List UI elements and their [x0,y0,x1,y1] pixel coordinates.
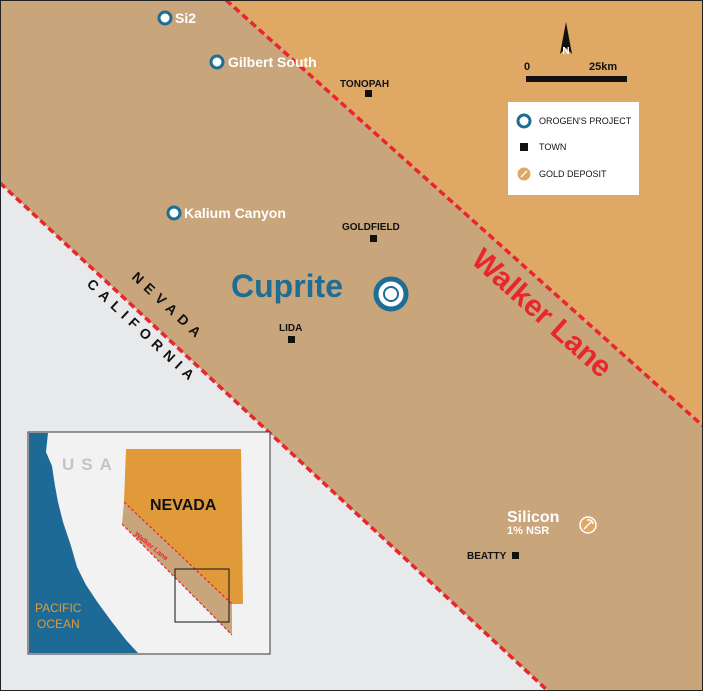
gold-deposit-name: Silicon [507,509,559,526]
cuprite-project-icon-inner [383,286,399,302]
project-label-si2: Si2 [175,10,196,26]
scale-end-label: 25km [589,61,617,73]
project-si2[interactable]: Si2 [157,10,196,26]
town-beatty[interactable]: BEATTY [467,551,519,562]
gold-deposit-silicon[interactable]: Silicon 1% NSR [507,509,597,537]
north-arrow-icon [560,22,572,54]
inset-ocean [29,433,138,653]
inset-study-area-box [174,568,230,623]
legend-town-label: TOWN [539,142,566,152]
legend-pickaxe-handle [520,170,528,178]
pickaxe-head [586,519,594,525]
inset-nevada-north [124,449,243,604]
inset-map: USA NEVADA Walker Lane PACIFIC OCEAN [27,431,271,655]
inset-ocean-label-line2: OCEAN [37,617,80,631]
legend: OROGEN'S PROJECT TOWN GOLD DEPOSIT [508,102,639,195]
town-label-beatty: BEATTY [467,551,507,562]
inset-country-label: USA [62,455,119,474]
town-icon [370,235,377,242]
project-icon [157,10,173,26]
project-icon [166,205,182,221]
project-label-cuprite: Cuprite [231,268,343,304]
walker-lane-east-boundary [224,0,703,428]
scale-start-label: 0 [524,61,530,73]
town-goldfield[interactable]: GOLDFIELD [342,222,400,242]
town-icon [512,552,519,559]
project-kalium-canyon[interactable]: Kalium Canyon [166,205,286,221]
town-label-lida: LIDA [279,323,302,334]
legend-project-icon [516,113,532,129]
north-arrow: N [560,22,572,57]
inset-walker-lane-west [121,523,233,636]
project-icon [209,54,225,70]
town-tonopah[interactable]: TONOPAH [340,79,389,97]
inset-state-label: NEVADA [150,497,217,514]
gold-deposit-note: 1% NSR [507,525,549,537]
legend-gold-label: GOLD DEPOSIT [539,169,607,179]
town-icon [365,90,372,97]
project-label-gilbert-south: Gilbert South [228,54,317,70]
town-label-goldfield: GOLDFIELD [342,222,400,233]
legend-town-icon [520,143,528,151]
scale-bar: 0 25km [524,61,627,82]
scale-bar-graphic [526,76,627,82]
north-label: N [562,46,569,57]
project-label-kalium-canyon: Kalium Canyon [184,205,286,221]
town-lida[interactable]: LIDA [279,323,302,343]
project-gilbert-south[interactable]: Gilbert South [209,54,317,70]
legend-project-label: OROGEN'S PROJECT [539,116,632,126]
project-cuprite[interactable]: Cuprite [231,268,409,312]
nevada-california-border [0,181,550,691]
town-label-tonopah: TONOPAH [340,79,389,90]
pickaxe-handle [583,521,592,530]
inset-ocean-label-line1: PACIFIC [35,601,82,615]
town-icon [288,336,295,343]
